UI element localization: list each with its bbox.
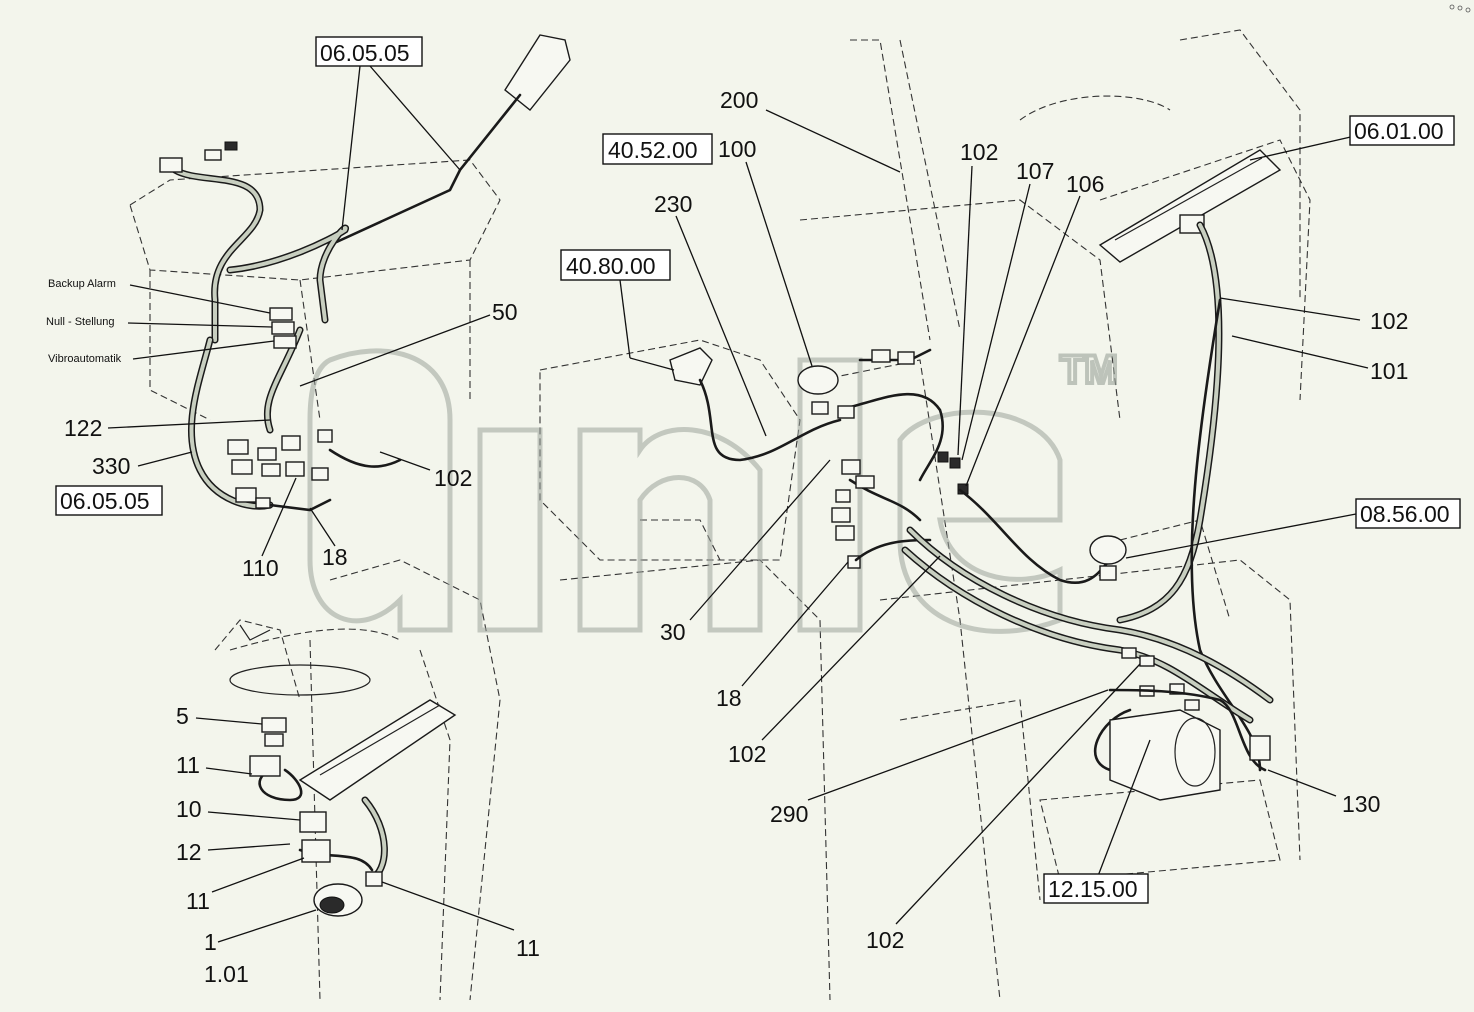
callout-102-bottom: 102 — [866, 927, 904, 953]
coil-100 — [797, 365, 839, 395]
instrument-panel — [298, 699, 457, 801]
ref-40-80-00: 40.80.00 — [566, 253, 656, 279]
right-assembly — [901, 149, 1282, 801]
callout-230: 230 — [654, 191, 692, 217]
callout-1-01: 1.01 — [204, 961, 249, 987]
callout-102-left: 102 — [434, 465, 472, 491]
corner-mark — [1449, 4, 1471, 13]
leader-lines — [107, 65, 1369, 943]
callout-5: 5 — [176, 703, 189, 729]
callout-18-left: 18 — [322, 544, 348, 570]
sensor-40-80-00 — [669, 347, 713, 386]
callout-130: 130 — [1342, 791, 1380, 817]
label-backup-alarm: Backup Alarm — [48, 278, 116, 290]
vibroautomatik-connector — [273, 335, 297, 349]
callout-12: 12 — [176, 839, 202, 865]
callout-30: 30 — [660, 619, 686, 645]
key-switch — [261, 717, 287, 733]
null-stellung-connector — [271, 321, 295, 335]
callout-18-mid: 18 — [716, 685, 742, 711]
callout-107: 107 — [1016, 158, 1054, 184]
watermark-logo: TM — [307, 346, 1120, 634]
trademark-mark: TM — [1060, 348, 1118, 392]
control-lever — [504, 34, 571, 111]
callout-290: 290 — [770, 801, 808, 827]
filter-12-15-00 — [1109, 709, 1221, 801]
ref-06-01-00: 06.01.00 — [1354, 118, 1444, 144]
ref-06-05-05-top: 06.05.05 — [320, 40, 410, 66]
callout-106: 106 — [1066, 171, 1104, 197]
backup-alarm-connector — [269, 307, 293, 321]
callout-102-mid: 102 — [728, 741, 766, 767]
callout-110: 110 — [242, 555, 279, 581]
callout-1: 1 — [204, 929, 217, 955]
switch-08-56-00 — [1089, 535, 1127, 565]
connector — [159, 157, 183, 173]
label-vibroautomatik: Vibroautomatik — [48, 353, 122, 365]
left-lower-assembly — [229, 624, 457, 917]
callout-102-top: 102 — [960, 139, 998, 165]
callout-122: 122 — [64, 415, 102, 441]
central-assembly — [669, 347, 969, 569]
relay-10 — [299, 811, 327, 833]
callout-200: 200 — [720, 87, 758, 113]
callout-101: 101 — [1370, 358, 1408, 384]
callout-11-a: 11 — [176, 752, 200, 778]
connector-130 — [1249, 735, 1271, 761]
ref-40-52-00: 40.52.00 — [608, 137, 698, 163]
callout-102-right: 102 — [1370, 308, 1408, 334]
callout-330: 330 — [92, 453, 130, 479]
label-null-stellung: Null - Stellung — [46, 316, 114, 328]
callout-11-c: 11 — [516, 935, 540, 961]
callout-numbers: 50 122 330 102 110 18 200 100 230 102 10… — [64, 87, 1408, 987]
callout-50: 50 — [492, 299, 518, 325]
reference-boxes: 06.05.05 40.52.00 40.80.00 06.05.05 06.0… — [55, 36, 1461, 904]
instrument-display — [1098, 149, 1282, 263]
callout-100: 100 — [718, 136, 756, 162]
side-labels: Backup Alarm Null - Stellung Vibroautoma… — [46, 278, 122, 365]
connector — [204, 149, 222, 161]
callout-11-b: 11 — [186, 888, 210, 914]
ref-12-15-00: 12.15.00 — [1048, 876, 1138, 902]
ref-06-05-05-left: 06.05.05 — [60, 488, 150, 514]
left-upper-harness — [159, 34, 571, 512]
ref-08-56-00: 08.56.00 — [1360, 501, 1450, 527]
callout-10: 10 — [176, 796, 202, 822]
relay-11 — [301, 839, 331, 863]
